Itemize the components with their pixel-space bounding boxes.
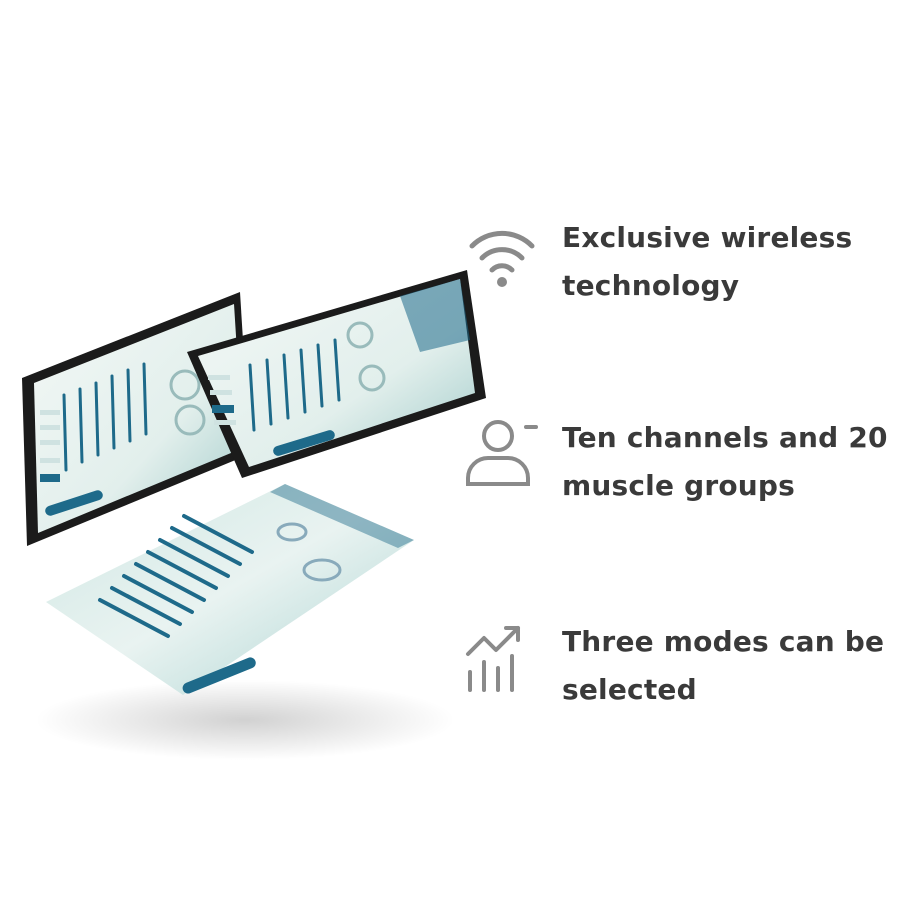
tablet-right (187, 270, 486, 478)
feature-channels-line1: Ten channels and 20 (562, 421, 888, 454)
feature-wireless: Exclusive wireless technology (460, 214, 880, 324)
growth-chart-icon (466, 626, 520, 692)
feature-channels-line2: muscle groups (562, 469, 796, 502)
feature-wireless-line2: technology (562, 269, 740, 302)
feature-wireless-line1: Exclusive wireless (562, 221, 853, 254)
feature-channels-label: Ten channels and 20 muscle groups (562, 414, 892, 510)
floor-shadow (35, 680, 455, 760)
feature-channels: Ten channels and 20 muscle groups (460, 414, 888, 524)
wifi-icon (469, 230, 535, 287)
feature-modes-label: Three modes can be selected (562, 618, 892, 714)
tablet-right-sliders (248, 338, 341, 432)
tablet-left (22, 292, 250, 546)
user-minus-icon (466, 420, 538, 486)
floating-screen-sliders (98, 514, 254, 638)
tablet-left-sliders (62, 362, 148, 472)
floating-screen (46, 484, 414, 695)
feature-wireless-label: Exclusive wireless technology (562, 214, 892, 310)
feature-modes: Three modes can be selected (460, 618, 884, 728)
feature-modes-line1: Three modes can be (562, 625, 885, 658)
feature-modes-line2: selected (562, 673, 697, 706)
